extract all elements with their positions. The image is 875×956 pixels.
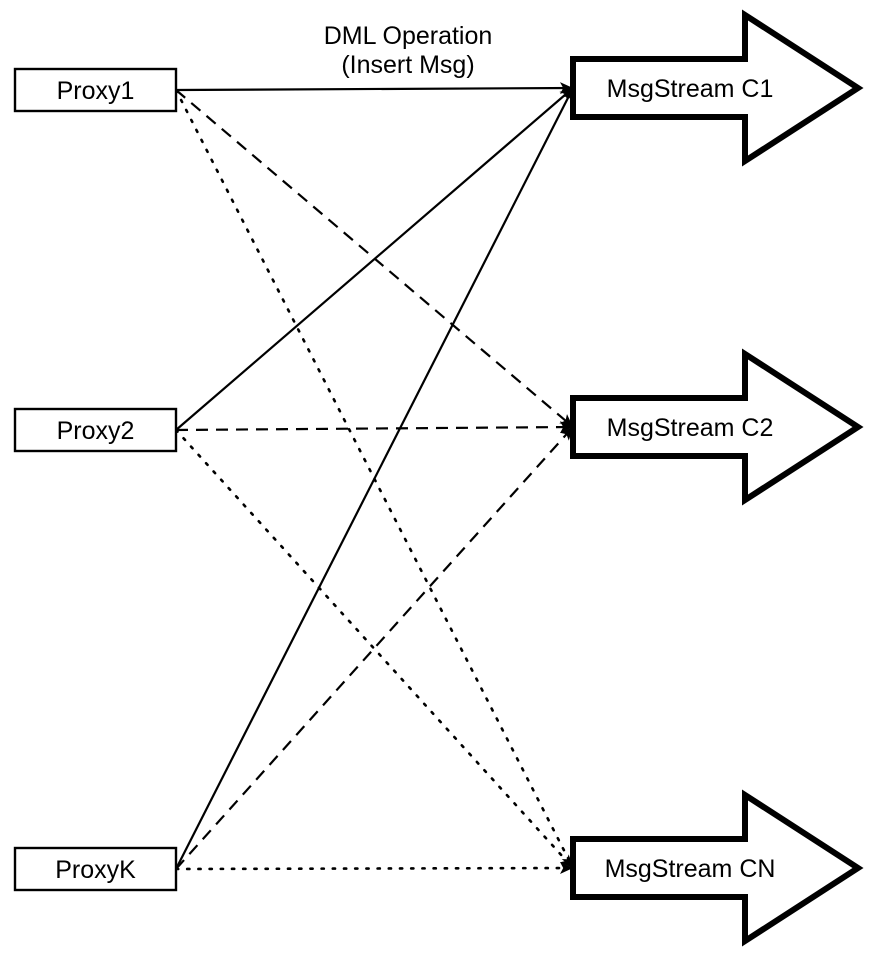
msgstream-label: MsgStream C1 (607, 75, 774, 103)
msgstream-block-3[interactable]: MsgStream CN (570, 789, 864, 947)
msgstream-label: MsgStream CN (605, 855, 776, 883)
proxy-box (13, 67, 178, 113)
proxy-box (13, 407, 178, 453)
proxy-label: ProxyK (55, 856, 136, 884)
connections-group (174, 82, 575, 875)
proxy-node-proxyk[interactable]: ProxyK (13, 846, 178, 892)
proxy-box (13, 846, 178, 892)
connector-proxy2-to-stream_cn[interactable] (174, 428, 575, 870)
msgstream-arrow-shape (570, 348, 864, 506)
msgstream-arrow-shape (570, 789, 864, 947)
edge-label: DML Operation (Insert Msg) (324, 22, 493, 79)
msgstream-block-1[interactable]: MsgStream C1 (570, 9, 864, 167)
connector-proxyk-to-stream_cn[interactable] (174, 862, 575, 875)
msgstream-block-2[interactable]: MsgStream C2 (570, 348, 864, 506)
msgstream-arrow-shape (570, 9, 864, 167)
proxy-node-proxy1[interactable]: Proxy1 (13, 67, 178, 113)
proxy-label: Proxy2 (57, 417, 135, 445)
edge-label-line1: DML Operation (324, 22, 493, 50)
connector-proxy1-to-stream_c1[interactable] (175, 82, 574, 95)
connector-proxyk-to-stream_c1[interactable] (175, 87, 574, 870)
streams-group: MsgStream C1 MsgStream C2 MsgStream CN (570, 9, 864, 947)
proxy-node-proxy2[interactable]: Proxy2 (13, 407, 178, 453)
connector-proxy2-to-stream_c2[interactable] (175, 421, 574, 434)
connector-proxy2-to-stream_c1[interactable] (175, 87, 574, 431)
msgstream-label: MsgStream C2 (607, 414, 774, 442)
edge-label-line2: (Insert Msg) (341, 51, 474, 79)
proxy-label: Proxy1 (57, 77, 135, 105)
